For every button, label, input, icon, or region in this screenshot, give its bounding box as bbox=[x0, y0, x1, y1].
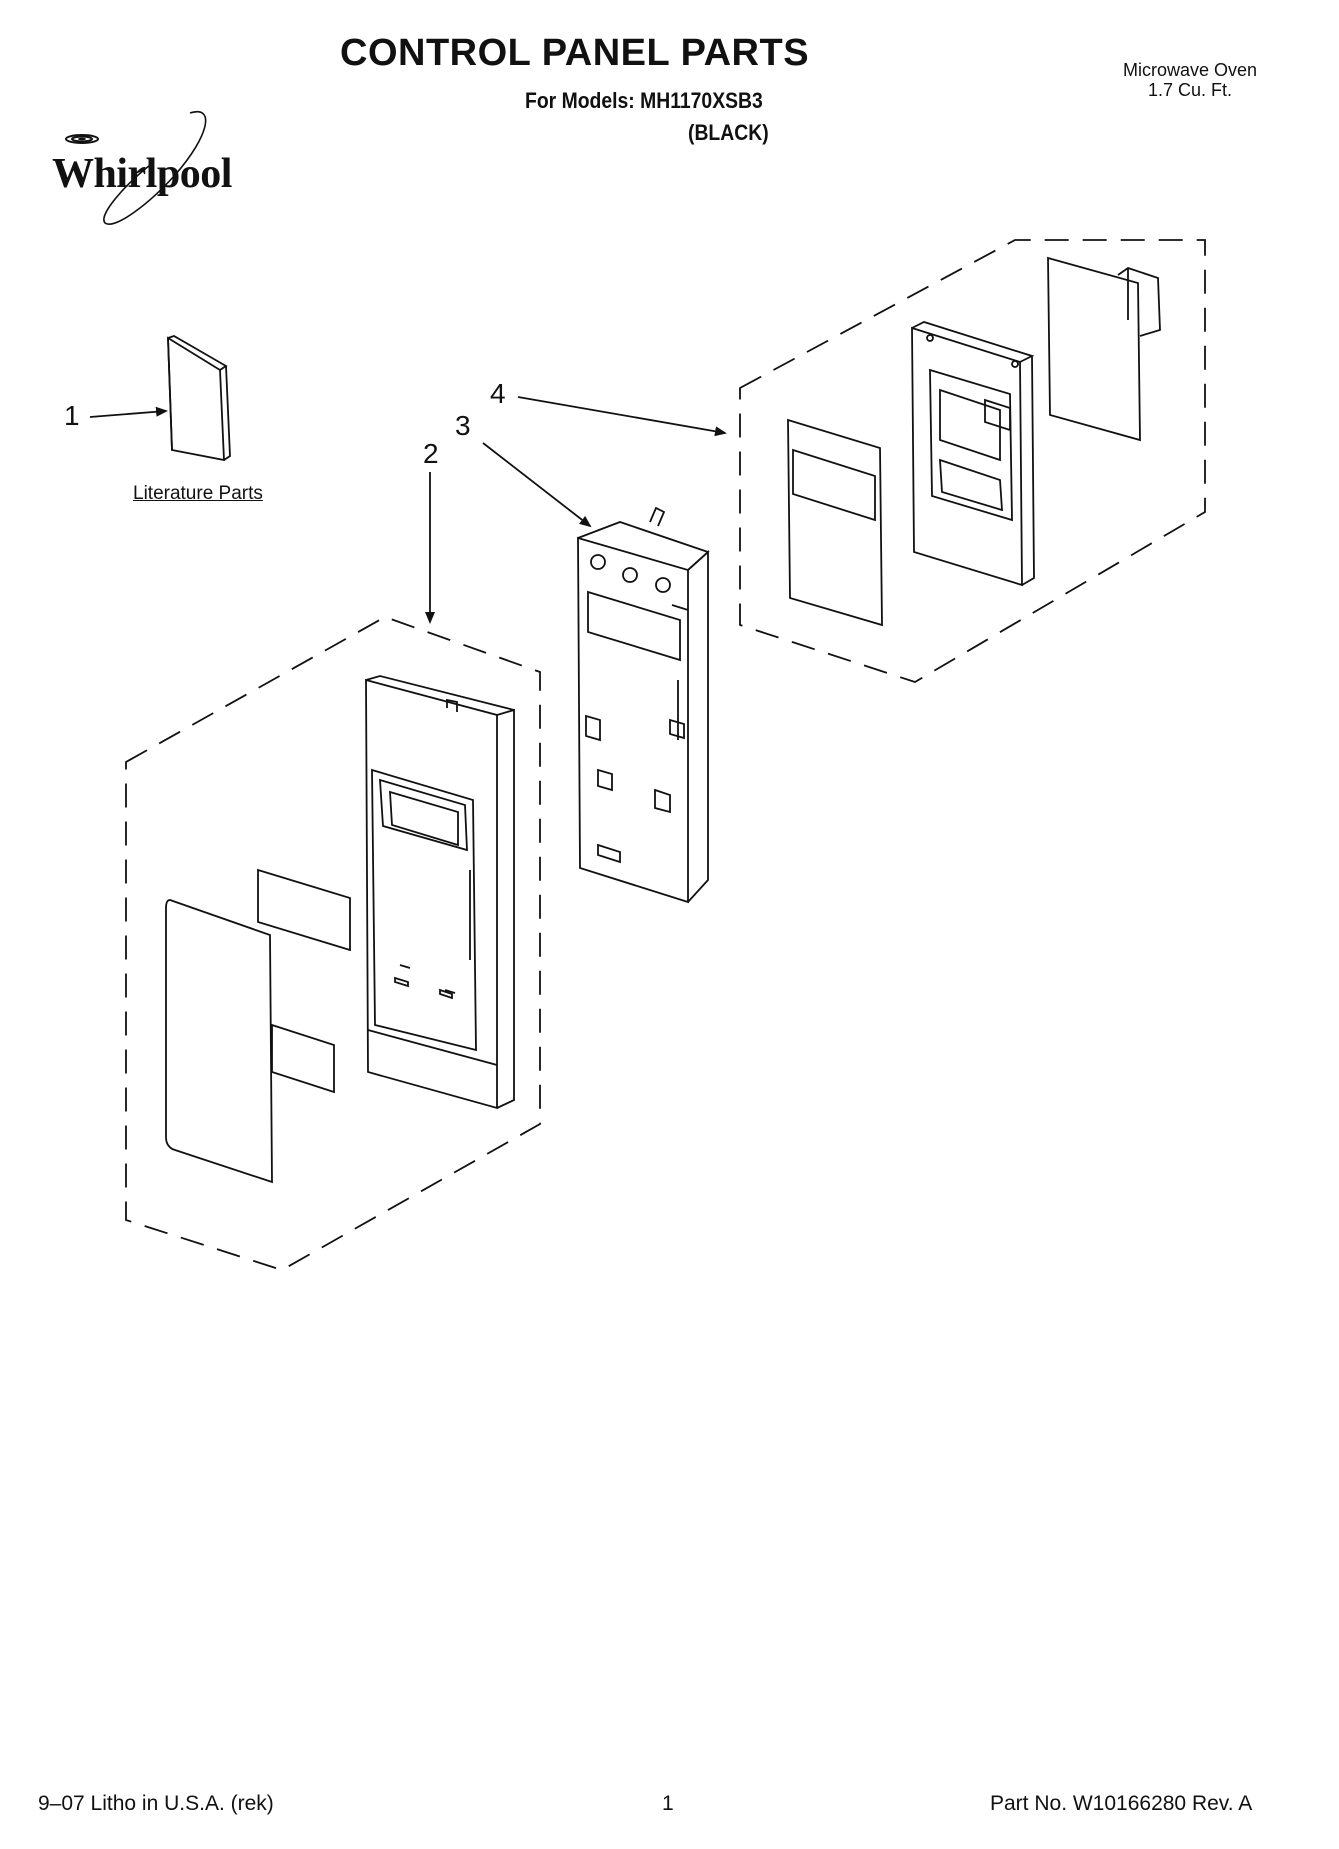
control-panel-frame bbox=[365, 675, 515, 1110]
whirlpool-logo bbox=[65, 110, 207, 225]
product-capacity: 1.7 Cu. Ft. bbox=[1147, 80, 1233, 100]
callout-arrow-1 bbox=[89, 406, 168, 418]
literature-parts-label: Literature Parts bbox=[133, 483, 263, 504]
product-info: Microwave Oven 1.7 Cu. Ft. bbox=[1090, 60, 1290, 100]
group-box-item-2 bbox=[125, 616, 541, 1271]
page-number: 1 bbox=[662, 1792, 674, 1815]
callout-arrow-4 bbox=[517, 396, 727, 437]
membrane-board bbox=[787, 418, 883, 627]
product-type: Microwave Oven bbox=[1122, 60, 1258, 80]
display-window bbox=[257, 868, 351, 952]
control-pc-board bbox=[1047, 256, 1161, 442]
page-title: CONTROL PANEL PARTS bbox=[340, 32, 810, 74]
callout-label-1: 1 bbox=[64, 400, 80, 431]
literature-booklet bbox=[167, 335, 231, 462]
control-bracket bbox=[577, 506, 710, 904]
callout-label-2: 2 bbox=[423, 438, 439, 469]
callout-label-3: 3 bbox=[455, 410, 471, 441]
part-number: Part No. W10166280 Rev. A bbox=[990, 1792, 1253, 1815]
board-holder bbox=[911, 321, 1035, 587]
print-info: 9–07 Litho in U.S.A. (rek) bbox=[38, 1792, 274, 1815]
model-subtitle: For Models: MH1170XSB3 bbox=[525, 88, 763, 113]
callout-label-4: 4 bbox=[490, 378, 506, 409]
callout-arrow-3 bbox=[482, 442, 592, 528]
membrane-tail bbox=[271, 1023, 335, 1094]
logo-text: Whirlpool bbox=[52, 151, 232, 197]
touchpad-overlay bbox=[165, 899, 273, 1184]
group-box-item-4 bbox=[739, 239, 1206, 683]
color-variant: (BLACK) bbox=[688, 120, 769, 145]
